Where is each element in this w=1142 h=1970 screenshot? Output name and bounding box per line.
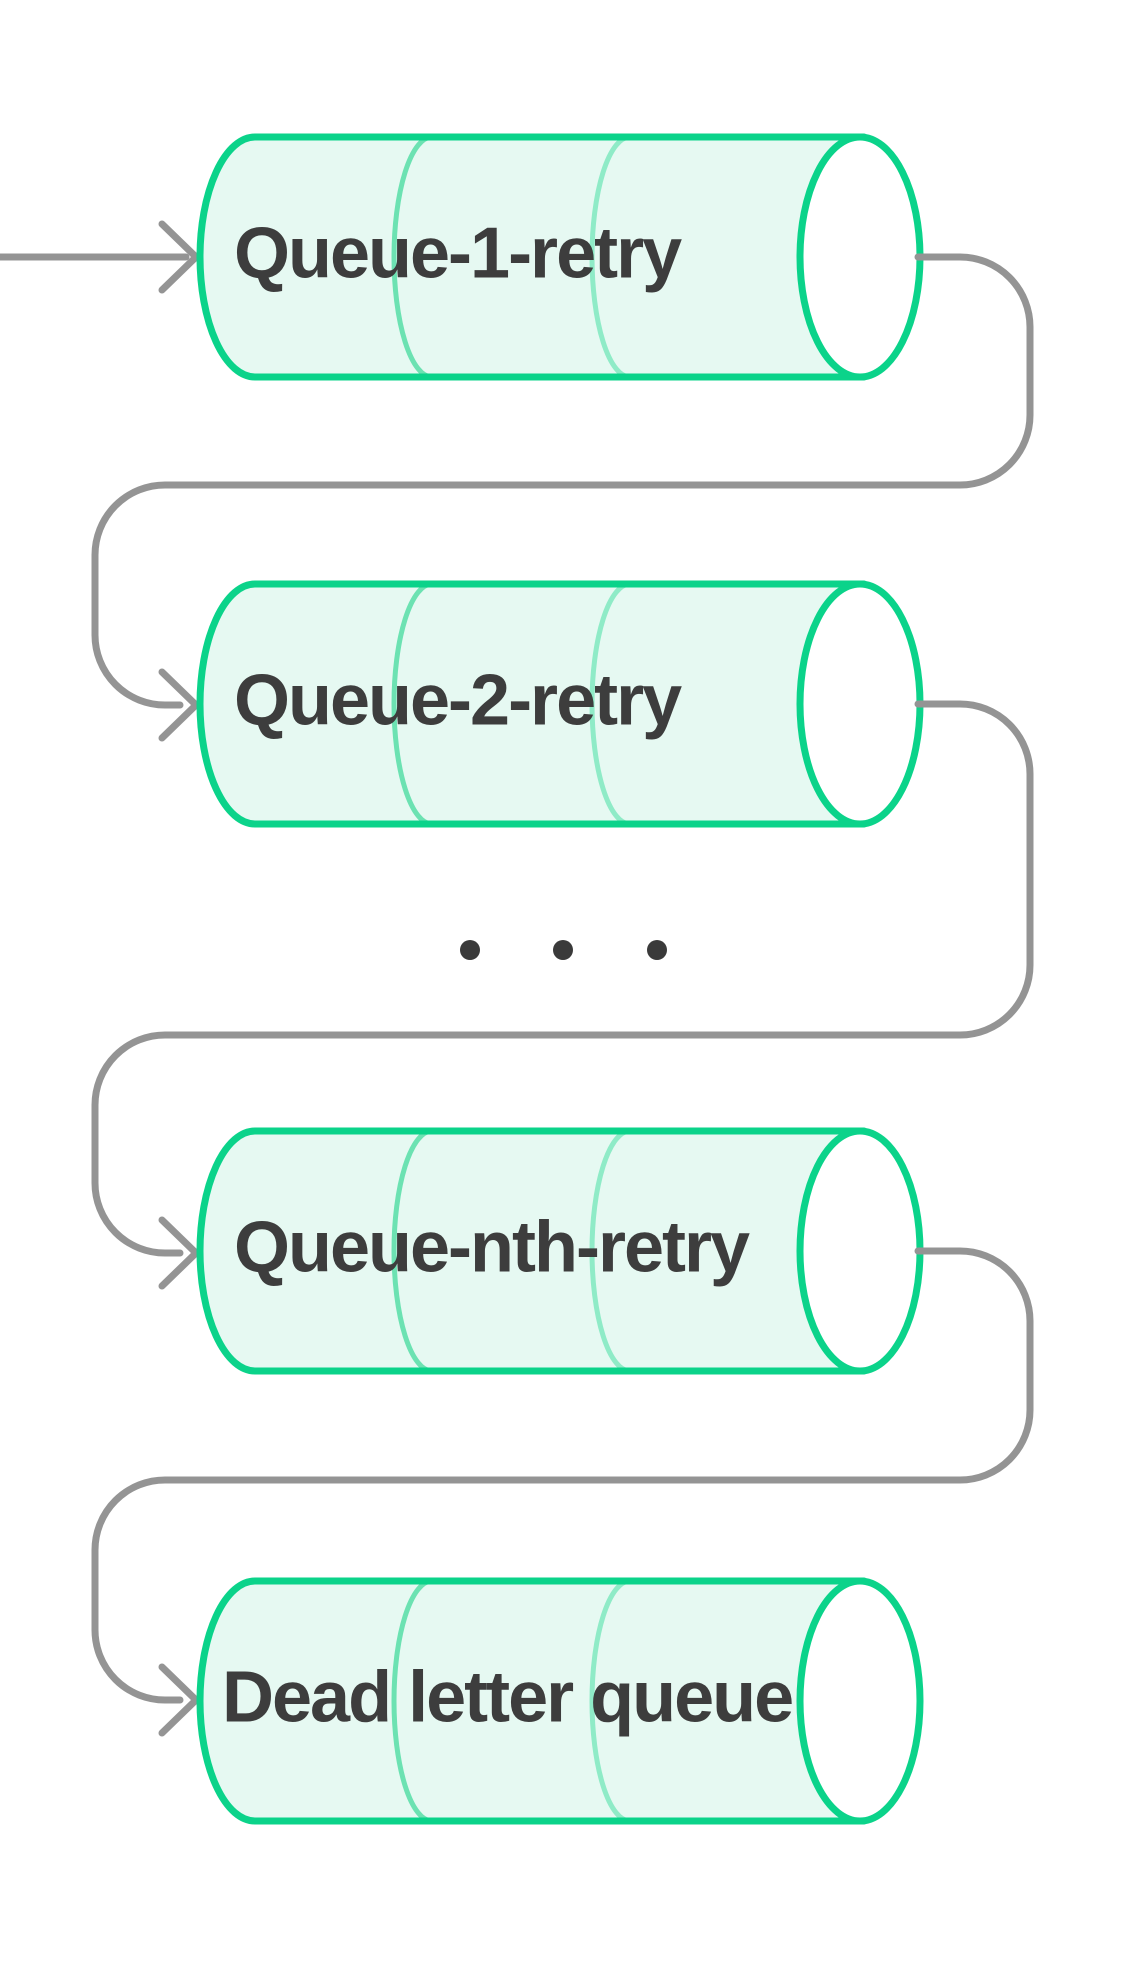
arrow-right-chevron-icon bbox=[158, 1663, 200, 1737]
arrow-right-chevron-icon bbox=[158, 668, 200, 742]
dead-letter-queue-label: Dead letter queue bbox=[222, 1657, 794, 1738]
connector-queue-2-to-queue-nth bbox=[91, 700, 1034, 1290]
ellipsis-dots-icon bbox=[460, 940, 667, 960]
arrow-right-chevron-icon bbox=[158, 220, 200, 294]
queue-2-retry-label: Queue-2-retry bbox=[234, 660, 682, 741]
arrow-right-chevron-icon bbox=[158, 1216, 200, 1290]
connector-queue-1-to-queue-2 bbox=[91, 253, 1034, 742]
queue-nth-retry-label: Queue-nth-retry bbox=[234, 1207, 750, 1288]
connector-queue-nth-to-dead-letter-queue bbox=[91, 1247, 1034, 1737]
connector-into-queue-1 bbox=[0, 220, 200, 294]
queue-1-retry-label: Queue-1-retry bbox=[234, 213, 682, 294]
